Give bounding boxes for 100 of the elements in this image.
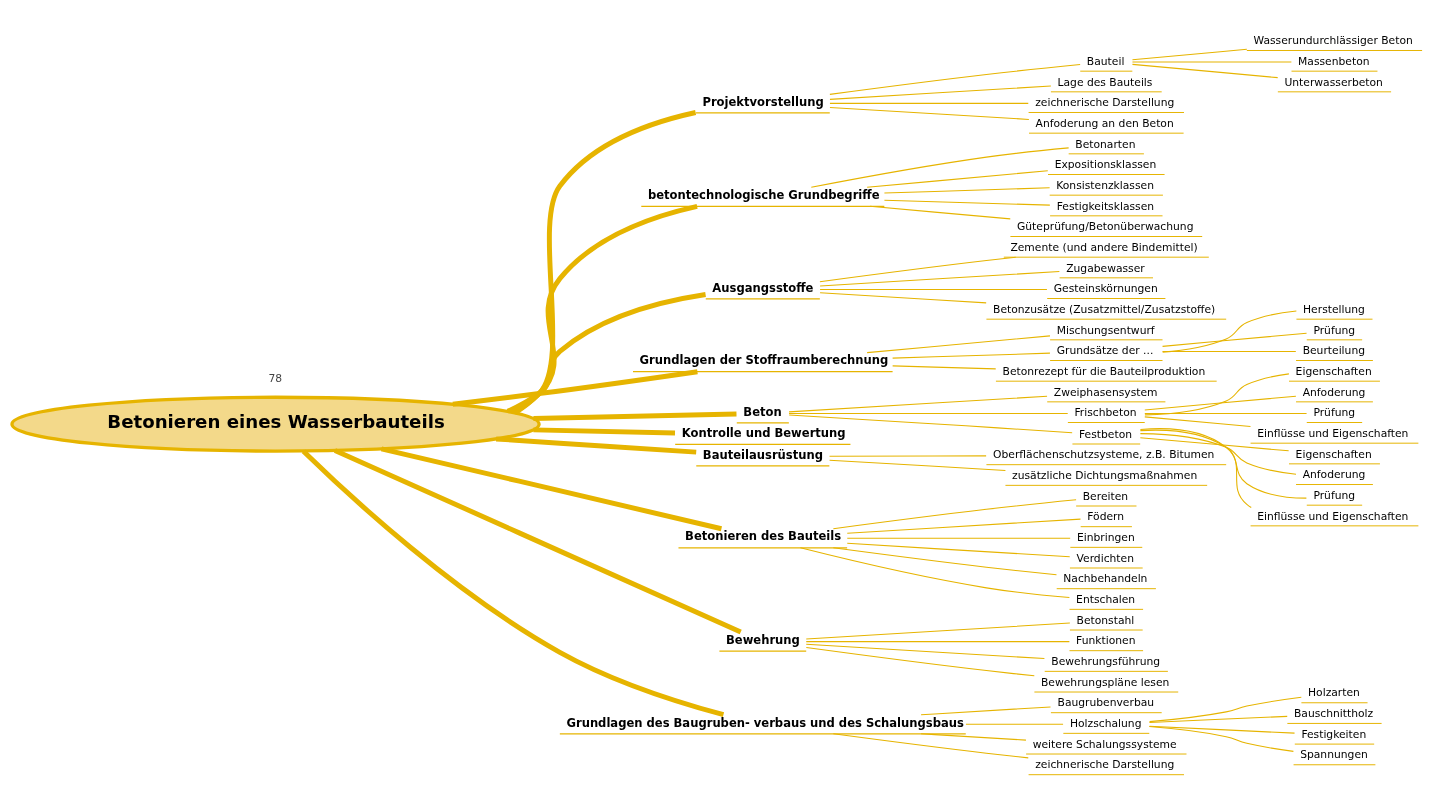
node-text: zeichnerische Darstellung bbox=[1035, 758, 1175, 772]
node-text: Nachbehandeln bbox=[1063, 572, 1148, 586]
label: 78 bbox=[268, 372, 283, 386]
node-text: Anfoderung an den Beton bbox=[1035, 116, 1174, 130]
connector bbox=[533, 427, 676, 436]
connector bbox=[819, 271, 1060, 287]
connector bbox=[883, 187, 1051, 194]
node-text: Ausgangsstoffe bbox=[712, 280, 814, 295]
node-text: Zweiphasensystem bbox=[1053, 385, 1158, 399]
connector bbox=[788, 395, 1048, 413]
connector bbox=[805, 646, 1035, 677]
connector bbox=[846, 542, 1071, 558]
node-text: Einbringen bbox=[1076, 531, 1135, 545]
node-text: Betonstahl bbox=[1076, 613, 1135, 627]
connector bbox=[799, 547, 1070, 599]
connector bbox=[1131, 48, 1248, 61]
connector bbox=[805, 643, 1045, 660]
node-text: Lage des Bauteils bbox=[1057, 75, 1153, 89]
node-text: zeichnerische Darstellung bbox=[1035, 96, 1175, 110]
node-text: Betonieren des Bauteils bbox=[685, 529, 842, 544]
node-text: Entschalen bbox=[1076, 593, 1136, 607]
connector bbox=[883, 199, 1051, 206]
node-text: Frischbeton bbox=[1074, 406, 1137, 420]
connector bbox=[832, 733, 1029, 759]
connector bbox=[513, 110, 697, 415]
connector bbox=[829, 106, 1030, 120]
node-text: zusätzliche Dichtungsmaßnahmen bbox=[1012, 469, 1198, 483]
connector bbox=[819, 256, 1017, 283]
node-text: Unterwasserbeton bbox=[1284, 75, 1383, 89]
connector bbox=[920, 706, 1052, 716]
node-text: Eigenschaften bbox=[1295, 447, 1372, 461]
connector bbox=[819, 292, 987, 304]
connector bbox=[506, 292, 706, 414]
connector bbox=[965, 723, 1064, 725]
node-text: Holzschalung bbox=[1069, 717, 1142, 731]
connector bbox=[452, 369, 698, 407]
connector bbox=[788, 414, 1073, 434]
node-text: Expositionsklassen bbox=[1054, 158, 1157, 172]
node-text: Beton bbox=[743, 404, 782, 419]
connector bbox=[1148, 715, 1288, 723]
node-text: Mischungsentwurf bbox=[1056, 323, 1155, 337]
node-text: Eigenschaften bbox=[1295, 364, 1372, 378]
node-text: Betonrezept für die Bauteilproduktion bbox=[1002, 364, 1206, 378]
connector bbox=[1139, 428, 1252, 509]
connector bbox=[866, 170, 1049, 188]
node-text: Bewehrungsführung bbox=[1051, 655, 1161, 669]
node-text: Bereiten bbox=[1082, 489, 1129, 503]
node-text: Prüfung bbox=[1313, 488, 1356, 502]
connector bbox=[892, 352, 1051, 359]
node-text: Einflüsse und Eigenschaften bbox=[1257, 426, 1409, 440]
connector bbox=[920, 733, 1027, 741]
connector bbox=[533, 411, 737, 421]
node-text: Bewehrung bbox=[726, 632, 800, 647]
connector bbox=[819, 288, 1048, 290]
connector bbox=[1148, 726, 1294, 752]
connector bbox=[1131, 61, 1292, 63]
connector bbox=[829, 459, 1006, 471]
node-text: Anfoderung bbox=[1302, 468, 1366, 482]
connector bbox=[333, 448, 742, 635]
node-text: Zugabewasser bbox=[1066, 261, 1145, 275]
connector bbox=[1139, 429, 1307, 499]
connector bbox=[512, 203, 698, 415]
connector bbox=[829, 64, 1081, 95]
node-text: Holzarten bbox=[1308, 686, 1360, 700]
connector bbox=[866, 335, 1051, 354]
node-text: Verdichten bbox=[1076, 551, 1135, 565]
node-text: Beurteilung bbox=[1302, 344, 1366, 358]
node-text: Festbeton bbox=[1079, 427, 1133, 441]
connector bbox=[805, 622, 1071, 640]
node-text: Gesteinskörnungen bbox=[1053, 282, 1158, 296]
node-text: weitere Schalungssysteme bbox=[1032, 737, 1177, 751]
connector bbox=[869, 205, 1011, 220]
connector bbox=[829, 102, 1029, 104]
connector bbox=[788, 412, 1069, 414]
connector bbox=[892, 365, 997, 370]
node-text: Bauteilausrüstung bbox=[702, 447, 824, 462]
connector bbox=[1139, 433, 1297, 475]
node-text: Prüfung bbox=[1313, 323, 1356, 337]
node-text: Grundlagen des Baugruben- verbaus und des Schalungsbaus bbox=[566, 715, 964, 730]
connector bbox=[829, 85, 1052, 100]
node-text: Konsistenzklassen bbox=[1056, 178, 1154, 192]
connector bbox=[810, 147, 1070, 188]
node-text: Massenbeton bbox=[1298, 54, 1370, 68]
node-text: Bauteil bbox=[1086, 54, 1125, 68]
connector bbox=[846, 537, 1071, 539]
node-text: Oberflächenschutzsysteme, z.B. Bitumen bbox=[993, 448, 1215, 462]
node-text: Spannungen bbox=[1300, 748, 1368, 762]
node-text: Güteprüfung/Betonüberwachung bbox=[1017, 220, 1194, 234]
connector bbox=[832, 499, 1077, 530]
connector bbox=[1144, 412, 1308, 414]
connector bbox=[1162, 310, 1297, 353]
connector bbox=[1149, 696, 1302, 723]
node-text: Grundlagen der Stoffraumberechnung bbox=[639, 353, 889, 368]
node-ellipse: Betonieren eines Wasserbauteils bbox=[10, 395, 541, 453]
node-text: Festigkeiten bbox=[1301, 727, 1367, 741]
node-text: Baugrubenverbau bbox=[1057, 696, 1155, 710]
node-text: Födern bbox=[1087, 510, 1125, 524]
node-text: Funktionen bbox=[1076, 634, 1136, 648]
connector bbox=[1162, 332, 1308, 347]
connector bbox=[301, 449, 725, 718]
